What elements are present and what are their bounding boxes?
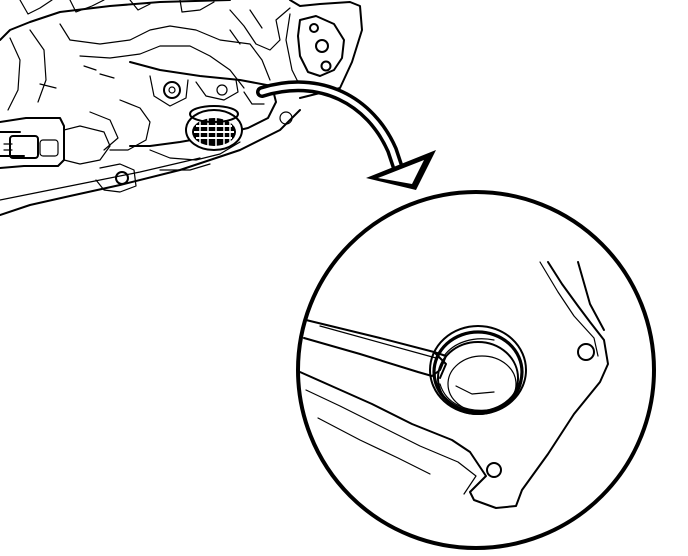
seal-bore xyxy=(429,325,527,415)
callout-arrow xyxy=(256,80,436,190)
detail-magnifier xyxy=(296,190,656,550)
removal-tool xyxy=(303,319,447,379)
transmission-housing xyxy=(0,0,363,216)
oil-filter-seal xyxy=(185,105,243,151)
